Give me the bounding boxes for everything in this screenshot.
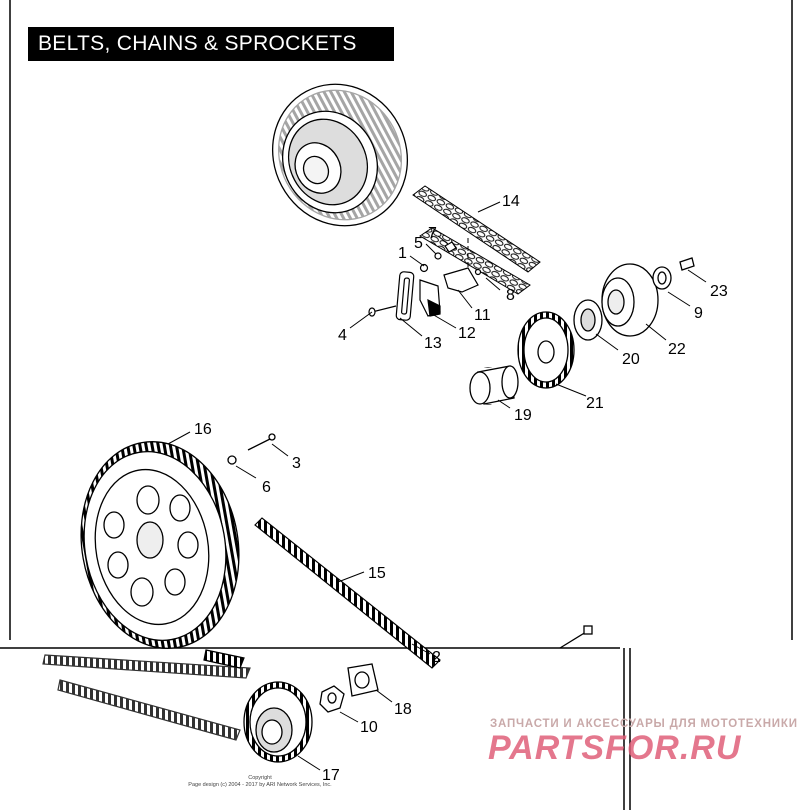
callout-20: 20	[622, 351, 640, 368]
transmission-sprocket	[243, 625, 593, 763]
callout-6: 6	[262, 479, 271, 496]
callout-3: 3	[292, 455, 301, 472]
page-title: BELTS, CHAINS & SPROCKETS	[28, 27, 394, 61]
copyright-line-2: Page design (c) 2004 - 2017 by ARI Netwo…	[188, 781, 332, 788]
watermark-tagline: ЗАПЧАСТИ И АКСЕССУАРЫ ДЛЯ МОТОТЕХНИКИ	[490, 718, 798, 730]
watermark-logo: PARTSFOR.RU	[488, 729, 742, 767]
callout-5: 5	[414, 235, 423, 252]
rear-pulley	[80, 433, 276, 649]
copyright-notice: Copyright Page design (c) 2004 - 2017 by…	[175, 775, 345, 788]
callout-18: 18	[394, 701, 412, 718]
callout-7: 7	[428, 225, 437, 242]
callout-4: 4	[338, 327, 347, 344]
drive-belt	[42, 517, 441, 741]
callout-21: 21	[586, 395, 604, 412]
callout-11: 11	[474, 307, 491, 324]
callout-14: 14	[502, 193, 520, 210]
callout-9: 9	[694, 305, 703, 322]
callout-15: 15	[368, 565, 386, 582]
compensator-parts	[469, 257, 695, 405]
chain-tensioner-parts	[368, 241, 482, 321]
callout-19: 19	[514, 407, 532, 424]
callout-labels: 1 2 3 4 5 6 7 8 9 10 11 12 13 14 15 16 1…	[194, 193, 728, 784]
watermark-logo-text: PARTSFOR.RU	[488, 729, 742, 767]
callout-13: 13	[424, 335, 442, 352]
clutch-assembly	[271, 83, 409, 227]
callout-17: 17	[322, 767, 340, 784]
leader-lines	[167, 201, 707, 771]
callout-2: 2	[432, 649, 441, 666]
callout-1: 1	[398, 245, 407, 262]
copyright-line-1: Copyright	[248, 775, 272, 781]
callout-22: 22	[668, 341, 686, 358]
callout-12: 12	[458, 325, 476, 342]
callout-10: 10	[360, 719, 378, 736]
callout-23: 23	[710, 283, 728, 300]
callout-16: 16	[194, 421, 212, 438]
callout-8: 8	[506, 287, 515, 304]
